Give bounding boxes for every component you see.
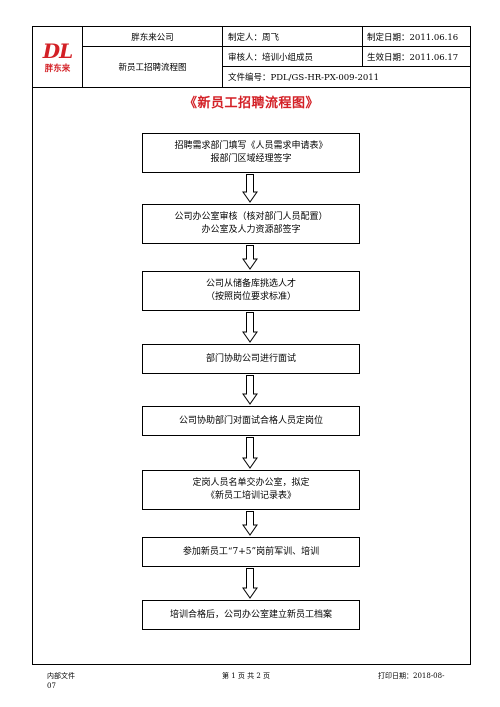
flow-step-1: 招聘需求部门填写《人员需求申请表》 报部门区域经理签字: [142, 133, 360, 173]
step-text: 公司办公室审核（核对部门人员配置）: [174, 212, 328, 222]
flow-step-4: 部门协助公司进行面试: [142, 344, 360, 374]
step-text: 公司协助部门对面试合格人员定岗位: [178, 415, 323, 426]
logo-mark: DL: [42, 38, 73, 63]
down-arrow-icon: [242, 511, 258, 536]
flow-step-5: 公司协助部门对面试合格人员定岗位: [142, 406, 360, 436]
company-logo: DL 胖东来: [33, 27, 83, 87]
flow-step-2: 公司办公室审核（核对部门人员配置） 办公室及人力资源部签字: [142, 204, 360, 244]
down-arrow-icon: [242, 568, 258, 599]
doc-number-field: 文件编号：PDL/GS-HR-PX-009-2011: [228, 73, 380, 83]
down-arrow-icon: [242, 312, 258, 343]
step-text: 报部门区域经理签字: [210, 154, 292, 164]
company-name: 胖东来公司: [83, 27, 223, 47]
make-date-field: 制定日期：2011.06.16: [363, 27, 470, 47]
step-text: 参加新员工“7+5”岗前军训、培训: [182, 546, 320, 557]
step-text: 《新员工培训记录表》: [205, 491, 296, 501]
footer-internal-label: 内部文件: [47, 672, 75, 680]
print-date: 打印日期：2018-08-: [378, 672, 445, 680]
step-text: 培训合格后，公司办公室建立新员工档案: [169, 609, 332, 620]
step-text: 部门协助公司进行面试: [205, 353, 296, 364]
flow-step-6: 定岗人员名单交办公室，拟定 《新员工培训记录表》: [142, 470, 360, 510]
step-text: 招聘需求部门填写《人员需求申请表》: [174, 141, 328, 151]
flowchart-frame: 《新员工招聘流程图》 招聘需求部门填写《人员需求申请表》 报部门区域经理签字 公…: [32, 88, 471, 665]
footer-internal-number: 07: [47, 682, 56, 690]
header-doc-title: 新员工招聘流程图: [83, 47, 223, 87]
flow-step-8: 培训合格后，公司办公室建立新员工档案: [142, 600, 360, 630]
maker-field: 制定人：周飞: [223, 27, 363, 47]
down-arrow-icon: [242, 375, 258, 405]
step-text: 公司从储备库挑选人才: [205, 279, 296, 289]
flow-step-7: 参加新员工“7+5”岗前军训、培训: [142, 537, 360, 567]
page-number: 第 1 页 共 2 页: [222, 672, 271, 680]
down-arrow-icon: [242, 174, 258, 203]
footer-left: 内部文件 07: [47, 671, 75, 691]
page-title: 《新员工招聘流程图》: [183, 96, 319, 111]
step-text: （按照岗位要求标准）: [205, 292, 296, 302]
flow-step-3: 公司从储备库挑选人才 （按照岗位要求标准）: [142, 271, 360, 311]
step-text: 办公室及人力资源部签字: [201, 225, 301, 235]
step-text: 定岗人员名单交办公室，拟定: [192, 478, 310, 488]
down-arrow-icon: [242, 245, 258, 270]
logo-text: 胖东来: [44, 63, 71, 74]
reviewer-field: 审核人：培训小组成员: [223, 47, 363, 67]
header-table: DL 胖东来 胖东来公司 新员工招聘流程图 制定人：周飞 制定日期：2011.0…: [32, 26, 471, 88]
down-arrow-icon: [242, 437, 258, 469]
effective-date-field: 生效日期：2011.06.17: [363, 47, 470, 67]
